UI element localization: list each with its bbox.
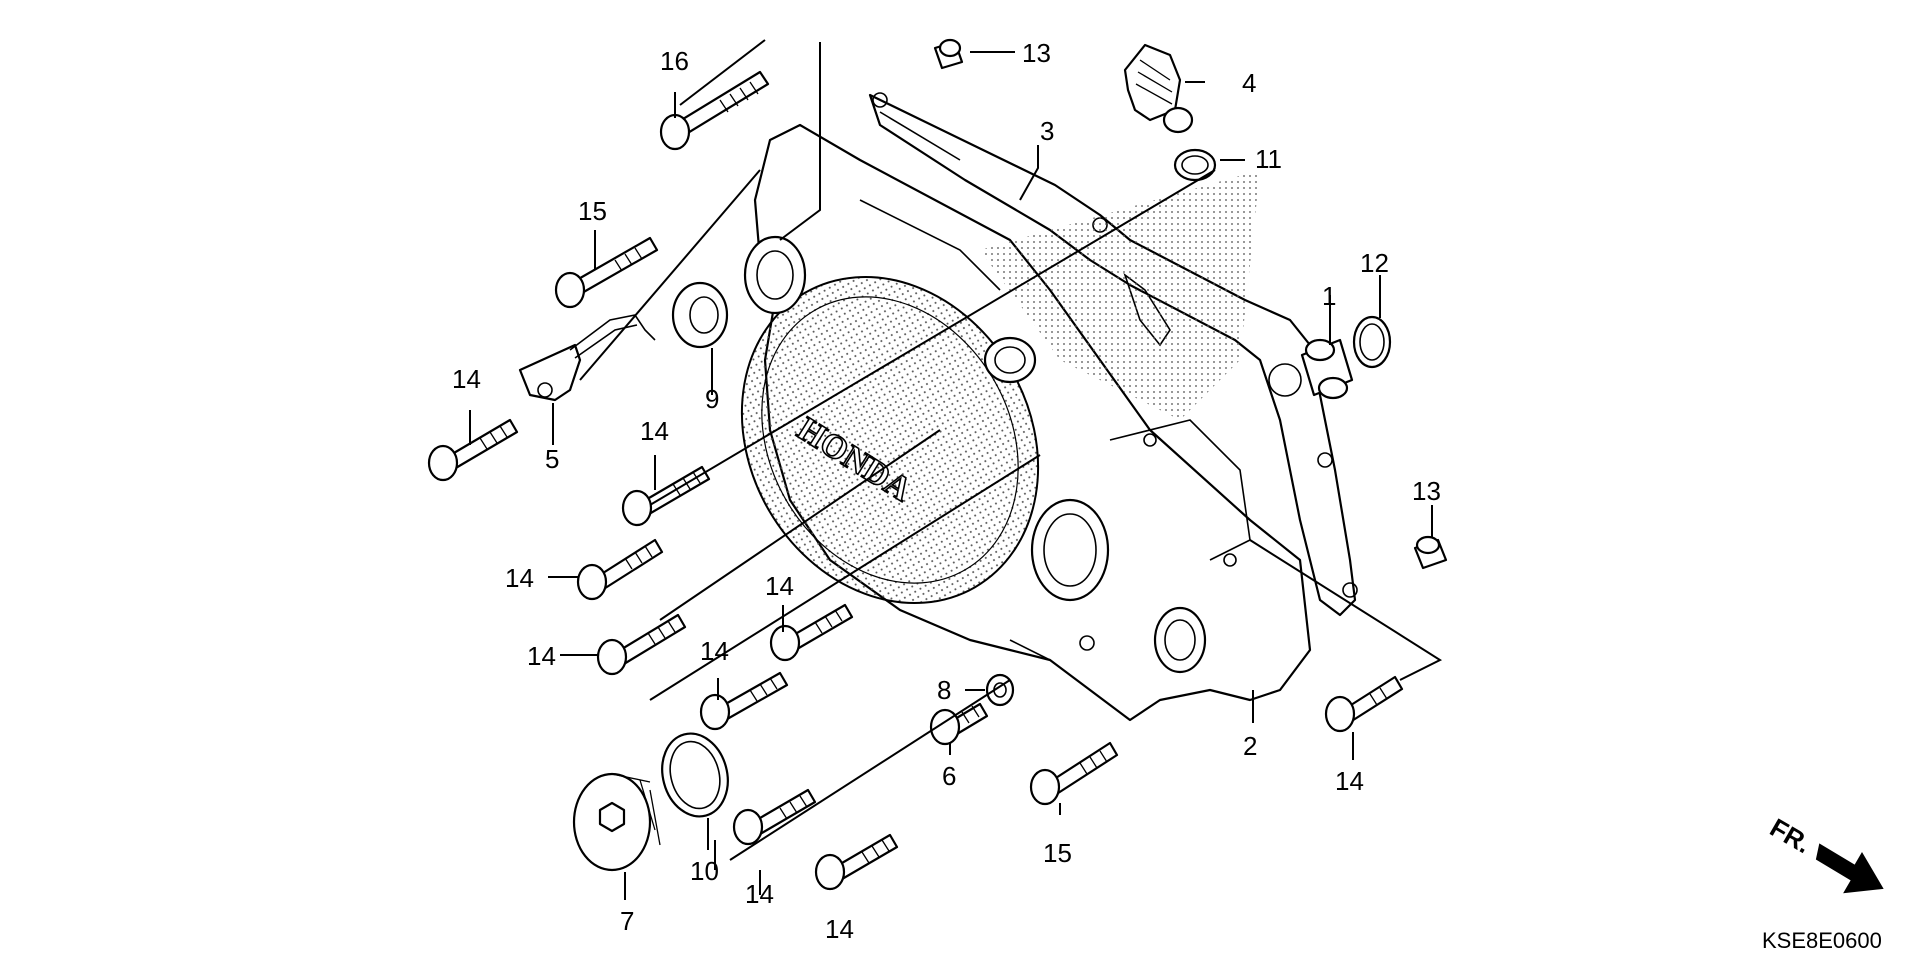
bolt-14-g [732, 788, 817, 846]
o-ring-10 [661, 732, 729, 818]
callout-8: 8 [937, 675, 951, 705]
callout-7: 7 [620, 906, 634, 936]
crankcase-cover: HONDA [740, 123, 1312, 722]
callout-14-right: 14 [1335, 766, 1364, 796]
spring-clip-5 [518, 314, 656, 402]
oil-seal-9 [671, 281, 729, 349]
bolt-14-right [1324, 675, 1404, 733]
callout-1: 1 [1322, 281, 1336, 311]
dowel-13-top [933, 38, 964, 70]
bolt-14-c [576, 538, 664, 601]
callout-14-b: 14 [640, 416, 669, 446]
o-ring-11 [1173, 148, 1217, 182]
front-direction-arrow: FR. [1765, 812, 1884, 894]
bolt-14-h [814, 833, 899, 891]
bolt-14-e [769, 603, 854, 662]
callouts: 1 2 3 4 5 6 7 8 9 10 11 12 13 13 14 14 1… [452, 38, 1441, 944]
cap-7 [572, 772, 661, 872]
callout-14-g: 14 [745, 879, 774, 909]
o-ring-12 [1352, 315, 1392, 369]
callout-3: 3 [1040, 116, 1054, 146]
callout-14-h: 14 [825, 914, 854, 944]
direction-label: FR. [1765, 812, 1816, 859]
bolt-14-f [699, 671, 789, 731]
callout-9: 9 [705, 384, 719, 414]
leader-lines [469, 39, 1443, 900]
dowel-13-right [1413, 535, 1448, 570]
callout-14-d: 14 [527, 641, 556, 671]
bolt-16 [659, 70, 770, 151]
bolt-14-a [427, 418, 519, 482]
callout-10: 10 [690, 856, 719, 886]
callout-15-upper: 15 [578, 196, 607, 226]
callout-4: 4 [1242, 68, 1256, 98]
callout-6: 6 [942, 761, 956, 791]
callout-15-lower: 15 [1043, 838, 1072, 868]
bolt-15-lower [1029, 741, 1119, 806]
callout-14-c: 14 [505, 563, 534, 593]
callout-14-a: 14 [452, 364, 481, 394]
callout-14-e: 14 [765, 571, 794, 601]
diagram-code: KSE8E0600 [1762, 928, 1882, 953]
callout-13-top: 13 [1022, 38, 1051, 68]
callout-13-right: 13 [1412, 476, 1441, 506]
callout-5: 5 [545, 444, 559, 474]
callout-16: 16 [660, 46, 689, 76]
arrow-icon [1815, 843, 1884, 894]
callout-14-f: 14 [700, 636, 729, 666]
callout-12: 12 [1360, 248, 1389, 278]
bolt-14-d [596, 613, 687, 676]
bolt-6 [929, 702, 989, 746]
bolt-15-upper [554, 236, 659, 309]
filler-cap-4 [1123, 43, 1194, 134]
collar-1 [1300, 338, 1354, 400]
callout-11: 11 [1255, 144, 1282, 174]
callout-2: 2 [1243, 731, 1257, 761]
